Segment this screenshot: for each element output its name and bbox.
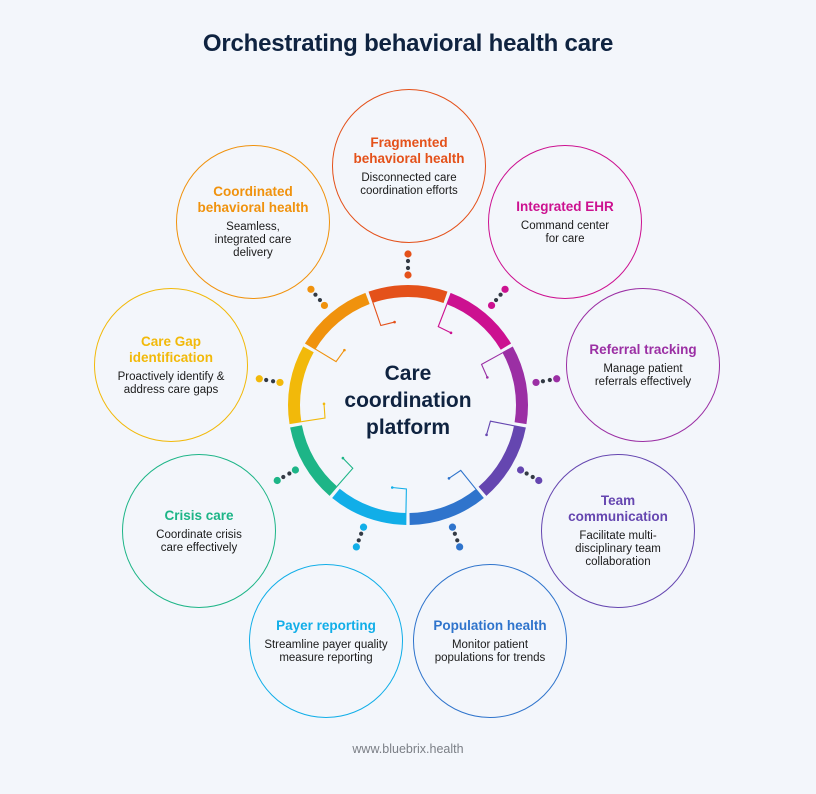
- connector-dot: [307, 285, 315, 293]
- node-title: Care Gap identification: [129, 333, 213, 365]
- connector-dot: [404, 271, 412, 279]
- connector-dot: [456, 543, 464, 551]
- page-title: Orchestrating behavioral health care: [202, 30, 614, 57]
- connector-dot: [547, 377, 552, 383]
- node-description: Streamline payer quality measure reporti…: [264, 638, 388, 664]
- flow-arrow-icon: [315, 348, 345, 363]
- connector-dot: [452, 531, 457, 536]
- ring-segment-coordinated: [304, 292, 370, 350]
- connector-dot: [281, 474, 286, 480]
- flow-arrow-icon: [437, 304, 452, 334]
- connector-dot: [498, 292, 503, 297]
- flow-arrow-icon: [448, 469, 477, 490]
- connector-dot: [356, 538, 361, 543]
- node-title: Integrated EHR: [516, 198, 614, 214]
- connector-dot: [264, 377, 269, 383]
- ring-segment-population-health: [409, 488, 484, 525]
- connector-dot: [455, 538, 460, 543]
- connector-dot: [530, 474, 535, 480]
- node-title: Fragmented behavioral health: [353, 134, 465, 166]
- node-title: Crisis care: [164, 507, 234, 523]
- node-description: Seamless, integrated care delivery: [214, 221, 292, 259]
- connector-dot: [404, 250, 412, 258]
- ring-segment-crisis-care: [290, 425, 338, 496]
- node-title: Population health: [433, 617, 547, 633]
- ring-segment-integrated-ehr: [446, 292, 512, 350]
- node-population-health: Population health Monitor patient popula…: [413, 564, 567, 718]
- flow-arrow-icon: [392, 486, 407, 513]
- connector-dot: [313, 292, 318, 297]
- node-title: Referral tracking: [589, 341, 697, 357]
- ring-arrows: [301, 302, 515, 513]
- node-coordinated: Coordinated behavioral health Seamless, …: [176, 145, 330, 299]
- node-team-communication: Team communication Facilitate multi-disc…: [541, 454, 695, 608]
- connector-dot: [540, 379, 546, 384]
- connector-dot: [291, 466, 300, 474]
- node-referral-tracking: Referral tracking Manage patient referra…: [566, 288, 720, 442]
- node-description: Proactively identify & address care gaps: [117, 370, 225, 396]
- node-title: Payer reporting: [276, 617, 376, 633]
- node-description: Facilitate multi-disciplinary team colla…: [575, 530, 661, 568]
- connector-dot: [487, 301, 496, 310]
- connector-dot: [359, 523, 368, 531]
- connector-dot: [405, 265, 411, 271]
- footer-url: www.bluebrix.health: [352, 742, 464, 756]
- node-title: Coordinated behavioral health: [197, 184, 309, 215]
- connector-dot: [493, 297, 499, 303]
- center-label-line3: platform: [366, 416, 450, 439]
- node-description: Command center for care: [520, 219, 610, 245]
- ring-segment-fragmented: [368, 285, 448, 304]
- node-description: Monitor patient populations for trends: [434, 638, 546, 664]
- flow-arrow-icon: [372, 302, 395, 327]
- connector-dot: [405, 258, 411, 264]
- flow-arrow-icon: [301, 403, 326, 423]
- connector-dot: [501, 285, 509, 293]
- ring-segment-payer-reporting: [332, 488, 407, 525]
- connector-dot: [535, 476, 543, 485]
- ring-segment-team-communication: [478, 425, 526, 496]
- connector-dot: [287, 471, 292, 476]
- center-label-line2: coordination: [344, 389, 472, 412]
- connector-dot: [352, 543, 360, 551]
- flow-arrow-icon: [336, 457, 354, 487]
- node-payer-reporting: Payer reporting Streamline payer quality…: [249, 564, 403, 718]
- connector-dot: [448, 523, 457, 531]
- connector-dot: [553, 375, 561, 383]
- center-label: Care coordination platform: [318, 360, 498, 441]
- connector-dot: [255, 375, 263, 383]
- center-label-line1: Care: [384, 362, 432, 385]
- connector-dot: [532, 378, 540, 387]
- flow-arrow-icon: [485, 420, 515, 435]
- node-title: Team communication: [568, 493, 668, 524]
- node-care-gap: Care Gap identification Proactively iden…: [94, 288, 248, 442]
- ring-segment-care-gap: [288, 346, 314, 425]
- node-description: Manage patient referrals effectively: [594, 362, 692, 388]
- flow-arrow-icon: [480, 352, 503, 378]
- connector-dot: [270, 379, 276, 384]
- node-description: Coordinate crisis care effectively: [156, 528, 242, 554]
- node-integrated-ehr: Integrated EHR Command center for care: [488, 145, 642, 299]
- connector-dot: [276, 378, 284, 387]
- node-crisis-care: Crisis care Coordinate crisis care effec…: [122, 454, 276, 608]
- connector-dot: [524, 471, 529, 476]
- node-description: Disconnected care coordination efforts: [360, 171, 458, 197]
- connector-dot: [320, 301, 329, 310]
- connector-dots: [255, 250, 561, 551]
- connector-dot: [317, 297, 323, 303]
- connector-dot: [359, 531, 364, 536]
- ring-segment-referral-tracking: [502, 346, 528, 425]
- ring-segments: [288, 285, 528, 525]
- connector-dot: [516, 466, 525, 474]
- node-fragmented: Fragmented behavioral health Disconnecte…: [332, 89, 486, 243]
- connector-dot: [273, 476, 281, 485]
